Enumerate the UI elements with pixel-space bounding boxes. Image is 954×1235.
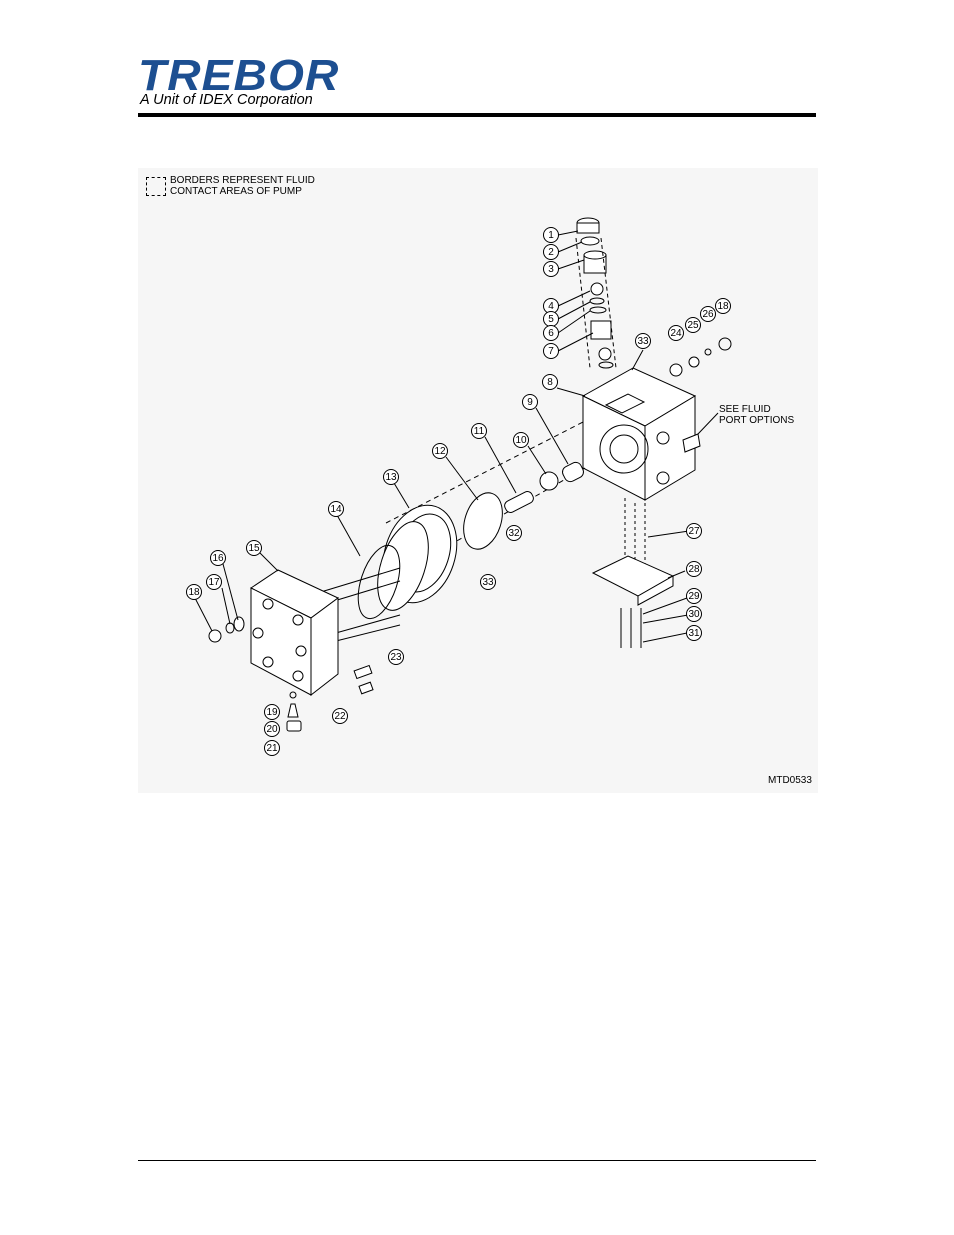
trebor-logo: TREBOR A Unit of IDEX Corporation [138, 54, 338, 112]
balloon-27: 27 [688, 526, 700, 537]
logo-wordmark: TREBOR [138, 51, 340, 100]
balloon-19: 19 [266, 707, 278, 718]
fluid-contact-legend: BORDERS REPRESENT FLUID CONTACT AREAS OF… [170, 175, 315, 197]
balloon-10: 10 [515, 435, 527, 446]
balloon-6: 6 [548, 328, 554, 339]
balloon-9: 9 [527, 397, 533, 408]
balloon-2: 2 [548, 247, 554, 258]
balloon-13: 13 [385, 472, 397, 483]
balloon-4: 4 [548, 301, 554, 312]
balloon-14: 14 [330, 504, 342, 515]
balloon-16: 16 [212, 553, 224, 564]
balloon-33-lower: 33 [482, 577, 494, 588]
balloon-5: 5 [548, 314, 554, 325]
balloon-28: 28 [688, 564, 700, 575]
balloon-11: 11 [474, 426, 485, 437]
balloon-30: 30 [688, 609, 700, 620]
balloon-33-upper: 33 [637, 336, 649, 347]
part-balloon-labels: 1 2 3 4 5 6 7 8 9 10 11 12 13 14 15 16 1… [188, 230, 729, 754]
balloon-24: 24 [670, 328, 682, 339]
balloon-21: 21 [266, 743, 278, 754]
balloon-32: 32 [508, 528, 520, 539]
footer-rule [138, 1160, 816, 1161]
balloon-23: 23 [390, 652, 402, 663]
balloon-22: 22 [334, 711, 346, 722]
balloon-3: 3 [548, 264, 554, 275]
balloon-25: 25 [687, 320, 699, 331]
balloon-7: 7 [548, 346, 554, 357]
balloon-29: 29 [688, 591, 700, 602]
balloon-20: 20 [266, 724, 278, 735]
exploded-parts-diagram: BORDERS REPRESENT FLUID CONTACT AREAS OF… [138, 168, 818, 793]
fluid-port-callout: SEE FLUID PORT OPTIONS [719, 404, 795, 426]
balloon-12: 12 [434, 446, 446, 457]
balloon-17: 17 [208, 577, 220, 588]
logo-tagline: A Unit of IDEX Corporation [140, 92, 313, 108]
balloon-26: 26 [702, 309, 714, 320]
balloon-8: 8 [547, 377, 553, 388]
balloon-18-left: 18 [188, 587, 200, 598]
drawing-number: MTD0533 [768, 775, 812, 786]
pump-drawing: 1 2 3 4 5 6 7 8 9 10 11 12 13 14 15 16 1… [186, 217, 732, 756]
balloon-15: 15 [248, 543, 260, 554]
balloon-31: 31 [688, 628, 700, 639]
balloon-1: 1 [548, 230, 554, 241]
header-rule [138, 113, 816, 117]
fluid-contact-legend-symbol [146, 177, 166, 196]
balloon-18-right: 18 [717, 301, 729, 312]
